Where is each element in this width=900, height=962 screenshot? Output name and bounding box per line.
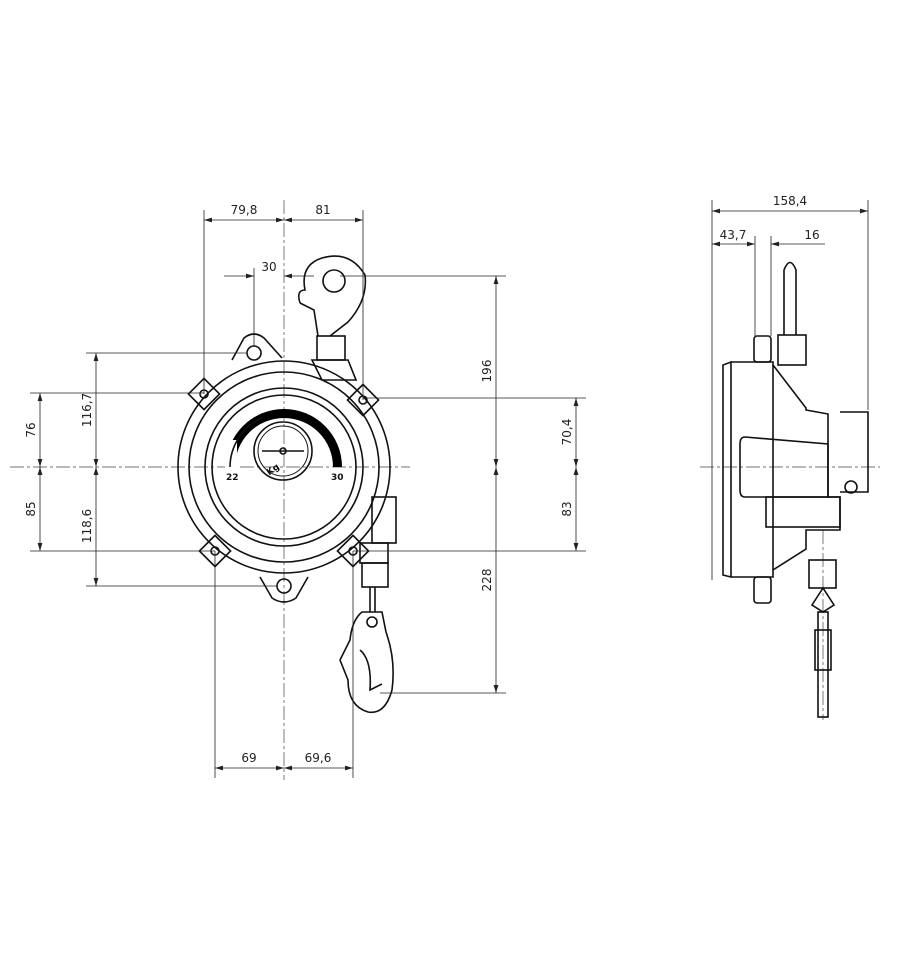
gauge-arc-thin [229, 417, 263, 468]
side-hook [783, 261, 797, 335]
gauge-min-label: 22 [226, 473, 239, 483]
housing-outer-ring [177, 360, 391, 574]
side-cover [722, 360, 732, 579]
dim-79-8: 79,8 [231, 203, 258, 217]
dim-81: 81 [315, 203, 330, 217]
side-label-plate [739, 436, 829, 498]
gauge-dial-inner [257, 425, 309, 477]
dim-85: 85 [24, 501, 38, 516]
dim-196: 196 [480, 360, 494, 383]
side-top-nub [753, 335, 772, 363]
dim-118-6: 118,6 [80, 509, 94, 543]
dim-76: 76 [24, 422, 38, 437]
dim-43-7: 43,7 [720, 228, 747, 242]
gauge-scale-arc [226, 409, 342, 467]
housing-face [211, 394, 357, 540]
side-bottom-nub [753, 576, 772, 604]
dim-69: 69 [241, 751, 256, 765]
mounting-ears [187, 377, 380, 568]
dim-158-4: 158,4 [773, 194, 807, 208]
gauge-pivot [279, 447, 287, 455]
dim-16: 16 [804, 228, 819, 242]
extension-lines [30, 210, 586, 778]
bottom-lug [259, 576, 309, 603]
dim-228: 228 [480, 569, 494, 592]
dimension-lines [37, 217, 579, 771]
gauge-dial-outer [253, 421, 313, 481]
top-hook [298, 255, 367, 381]
side-mount-plate [840, 411, 869, 493]
housing-ring-2 [188, 371, 380, 563]
housing-ring-3 [204, 387, 364, 547]
dim-70-4: 70,4 [560, 419, 574, 446]
dim-69-6: 69,6 [305, 751, 332, 765]
front-view: 22 30 Kg [10, 200, 586, 780]
gauge-max-label: 30 [331, 473, 344, 483]
side-housing [731, 361, 841, 578]
side-cable-end [817, 611, 829, 718]
dim-116-7: 116,7 [80, 393, 94, 427]
side-cable-clamp [814, 629, 832, 671]
side-view: 158,4 43,7 16 [700, 194, 880, 720]
top-lug-hole [246, 345, 262, 361]
bottom-hook [339, 611, 394, 714]
dim-30: 30 [261, 260, 276, 274]
side-cable-outlet [808, 559, 837, 589]
cable-outlet [359, 496, 397, 612]
side-band [765, 496, 841, 528]
dim-83: 83 [560, 501, 574, 516]
side-hook-base [777, 334, 807, 366]
side-bolt [844, 480, 858, 494]
